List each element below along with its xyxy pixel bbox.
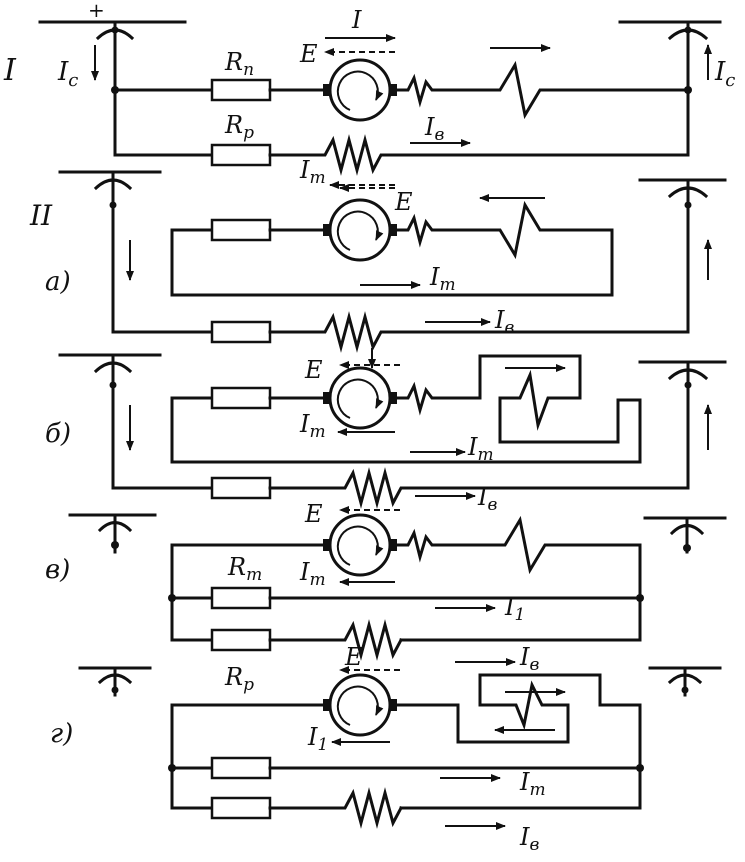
sub-v-label: в) <box>45 555 70 585</box>
circuit-section-2a: II а) E Iт Iв <box>29 170 727 353</box>
section-1-label: I <box>3 53 17 88</box>
resistor-rr-label-section-2g: Rр <box>224 663 254 695</box>
current-i-label: I <box>351 6 362 34</box>
circuit-section-1: + I Iс Iс Rп Rр I E Iв Iт <box>3 0 735 189</box>
emf-e-label-section-2g: E <box>344 643 363 671</box>
braking-resistor-section-1 <box>268 134 690 176</box>
emf-e-label-section-2a: E <box>394 188 413 216</box>
resistor-rt-label: Rт <box>227 553 262 585</box>
emf-e-label-section-2v: E <box>304 500 323 528</box>
current-i1-label-section-2g: I1 <box>307 723 328 755</box>
polarity-plus-label: + <box>88 0 105 22</box>
current-it-label-section-2v: Iт <box>299 558 326 590</box>
circuit-section-2b: б) E Iт Iт Iв <box>45 348 727 515</box>
current-ib-bottom-label-section-2g: Iв <box>519 823 539 855</box>
current-it-left-label-section-2b: Iт <box>299 410 326 442</box>
sub-a-label: а) <box>45 267 71 297</box>
sub-b-label: б) <box>45 419 71 449</box>
sub-g-label: г) <box>50 719 73 749</box>
resistor-rr-label: Rр <box>224 111 254 143</box>
emf-e-label-section-1: E <box>299 40 318 68</box>
resistor-rr <box>210 143 272 167</box>
current-i1-label-section-2v: I1 <box>504 593 525 625</box>
current-ib-label-section-2a: Iв <box>494 306 514 338</box>
field-coil-section-1 <box>395 60 690 120</box>
section-2-label: II <box>29 199 53 232</box>
current-it-label-section-2g: Iт <box>519 768 546 800</box>
current-ic-left-label: Iс <box>57 57 78 91</box>
current-ib-label-section-1: Iв <box>424 113 444 145</box>
current-ib-top-label-section-2g: Iв <box>519 643 539 675</box>
resistor-rp <box>210 78 272 102</box>
current-ic-right-label: Iс <box>714 57 735 91</box>
emf-e-label-section-2b: E <box>304 356 323 384</box>
motor-armature <box>328 58 392 122</box>
resistor-rp-label: Rп <box>224 48 254 80</box>
current-it-right-label-section-2b: Iт <box>467 433 494 465</box>
circuit-section-2v: в) E Rт Iт I1 <box>45 500 727 661</box>
circuit-section-2g: г) Rр E Iв I1 Iт Iв <box>50 643 722 855</box>
current-it-label-section-1: Iт <box>299 156 326 188</box>
current-it-label-section-2a: Iт <box>429 263 456 295</box>
current-ib-label-section-2b: Iв <box>477 483 497 515</box>
